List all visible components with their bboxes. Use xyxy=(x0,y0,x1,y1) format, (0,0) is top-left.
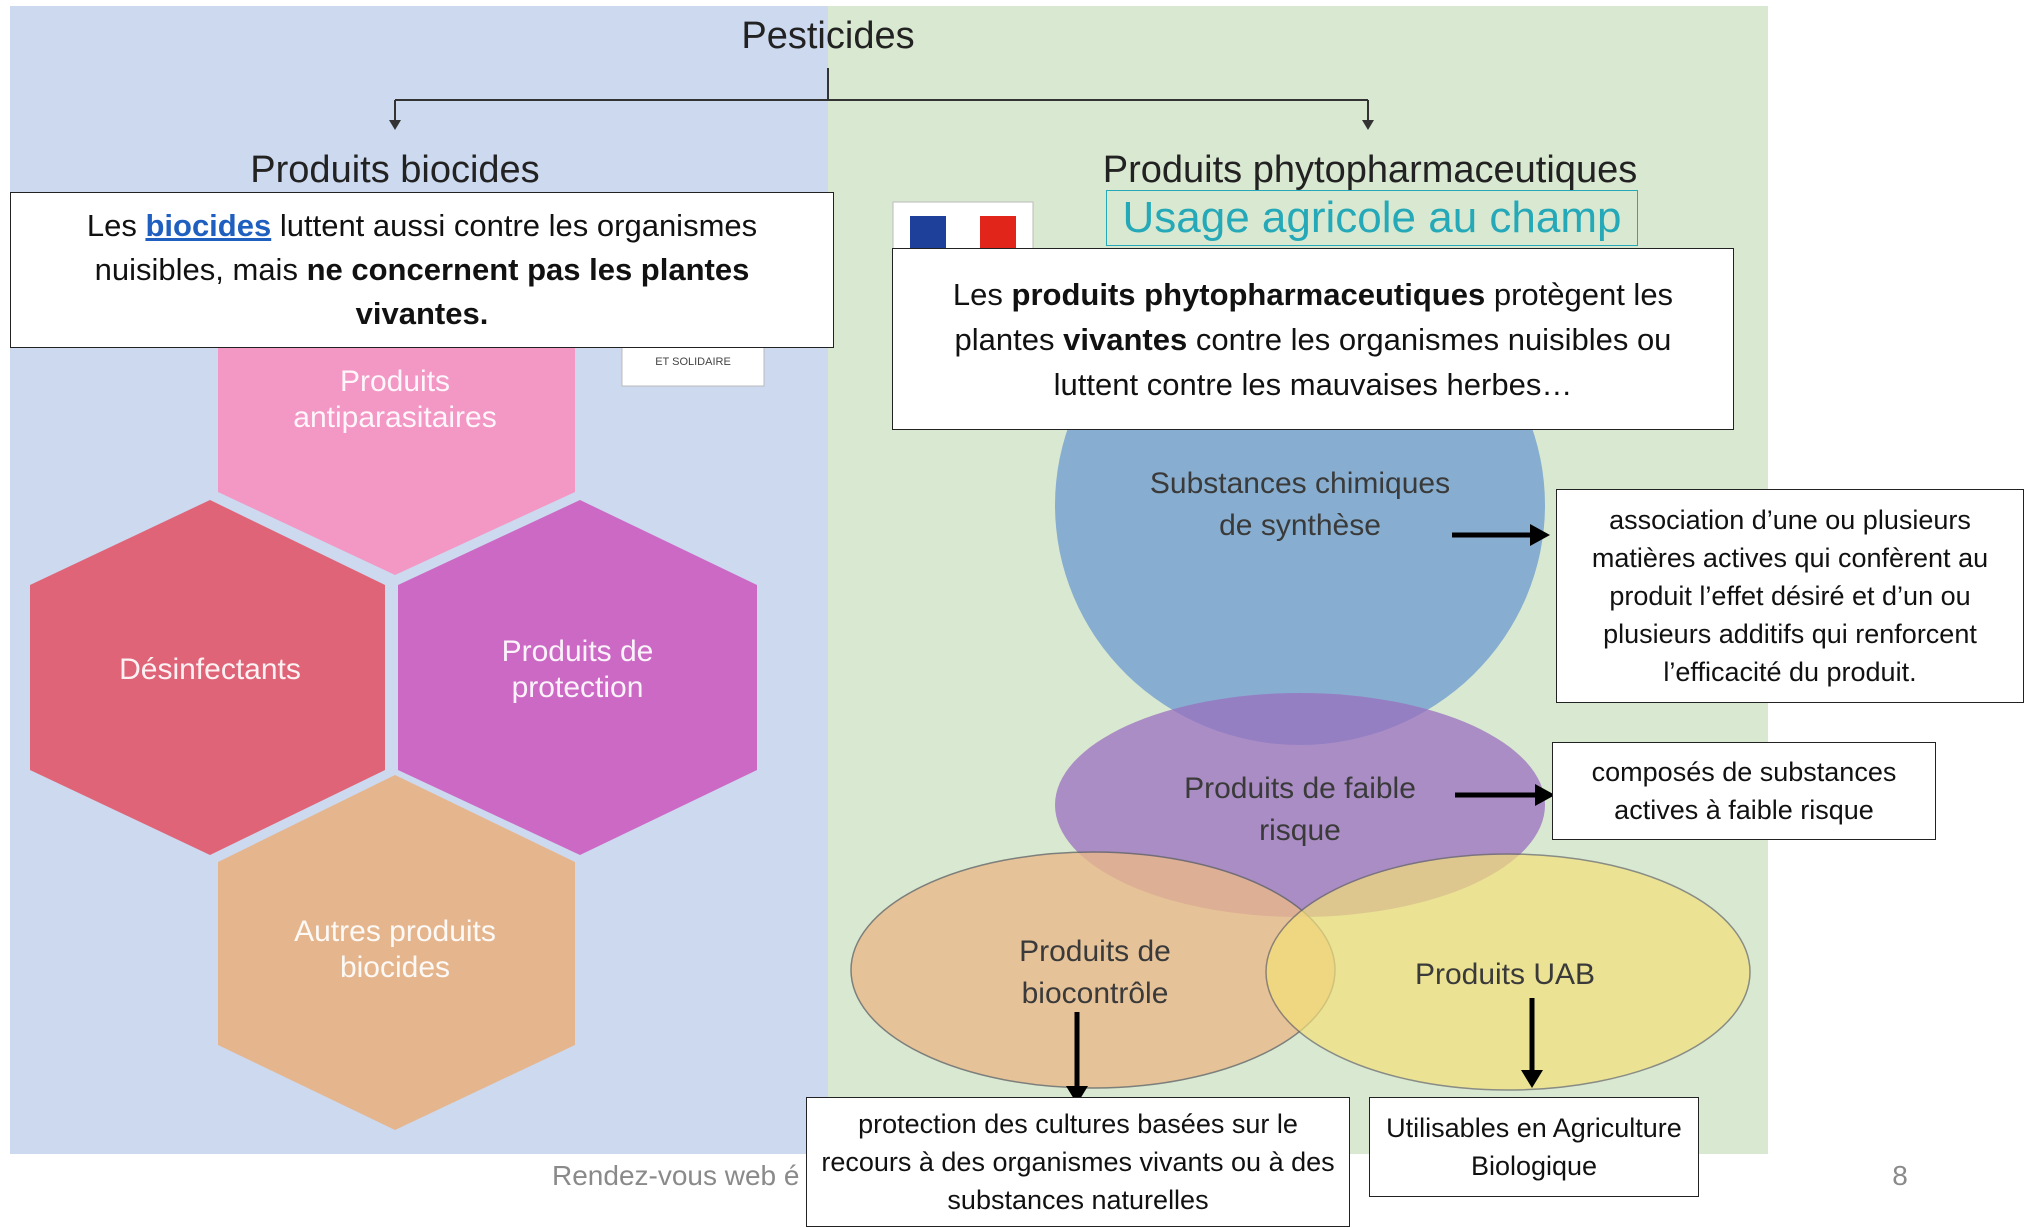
circle-label-synthese: Substances chimiques de synthèse xyxy=(1149,467,1451,542)
hexagon-protection xyxy=(398,500,757,855)
ministry-logo xyxy=(621,201,1034,387)
phyto-header: Produits phytopharmaceutiques xyxy=(1102,148,1638,191)
arrowhead-phyto xyxy=(1362,120,1374,130)
biocides-header: Produits biocides xyxy=(250,148,540,191)
hexagon-label-desinfectants: Désinfectants xyxy=(119,653,301,686)
circle-uab xyxy=(1265,853,1751,1091)
phyto-middle: protègent les plantes xyxy=(954,276,1674,357)
hexagon-autres xyxy=(218,775,575,1130)
circle-label-biocontrole: Produits de biocontrôle xyxy=(1019,935,1171,1010)
annotation-arrows xyxy=(1074,532,1537,1088)
phyto-description-text: Les produits phytopharmaceutiques protèg… xyxy=(919,272,1707,407)
phyto-bold1: produits phytopharmaceutiques xyxy=(1011,276,1486,312)
diagram-title: Pesticides xyxy=(741,14,915,57)
annotation-uab: Utilisables en Agriculture Biologique xyxy=(1369,1097,1699,1197)
phyto-description-box: Les produits phytopharmaceutiques protèg… xyxy=(892,248,1734,430)
phyto-bold2: vivantes xyxy=(1063,321,1188,357)
footer-text: Rendez-vous web é xyxy=(552,1160,800,1191)
circle-label-faible-risque: Produits de faible risque xyxy=(1184,772,1416,847)
biocides-middle: luttent aussi contre les organismes nuis… xyxy=(94,208,758,287)
arrowhead-faible-risque xyxy=(1535,784,1555,806)
phyto-prefix: Les xyxy=(952,276,1003,312)
annotation-synthese: association d’une ou plusieurs matières … xyxy=(1556,489,2024,703)
logo-caption: ET SOLIDAIRE xyxy=(655,356,731,368)
usage-label: Usage agricole au champ xyxy=(1106,190,1638,246)
hexagon-label-antiparasitaires: Produits antiparasitaires xyxy=(293,365,497,434)
biocides-link[interactable]: biocides xyxy=(145,208,272,243)
biocides-bold: ne concernent pas les plantes vivantes. xyxy=(306,252,750,331)
hexagon-label-protection: Produits de protection xyxy=(501,635,654,704)
hexagon-desinfectants xyxy=(30,500,385,855)
tree-connector xyxy=(394,68,1369,122)
hexagon-label-autres: Autres produits biocides xyxy=(294,915,496,984)
arrowhead-uab xyxy=(1521,1070,1543,1088)
biocides-prefix: Les xyxy=(86,208,137,243)
hexagon-antiparasitaires xyxy=(218,290,575,575)
page-number: 8 xyxy=(1892,1160,1908,1191)
arrowhead-biocontrole xyxy=(1066,1086,1088,1104)
arrowhead-biocides xyxy=(389,120,401,130)
circle-label-uab: Produits UAB xyxy=(1414,958,1596,991)
biocides-description-box: Les biocides luttent aussi contre les or… xyxy=(10,192,834,348)
annotation-faible-risque: composés de substances actives à faible … xyxy=(1552,742,1936,840)
arrowhead-synthese xyxy=(1530,524,1550,546)
phyto-suffix: contre les organismes nuisibles ou lutte… xyxy=(1053,321,1672,402)
annotation-biocontrole: protection des cultures basées sur le re… xyxy=(806,1097,1350,1227)
biocides-description-text: Les biocides luttent aussi contre les or… xyxy=(41,204,803,336)
